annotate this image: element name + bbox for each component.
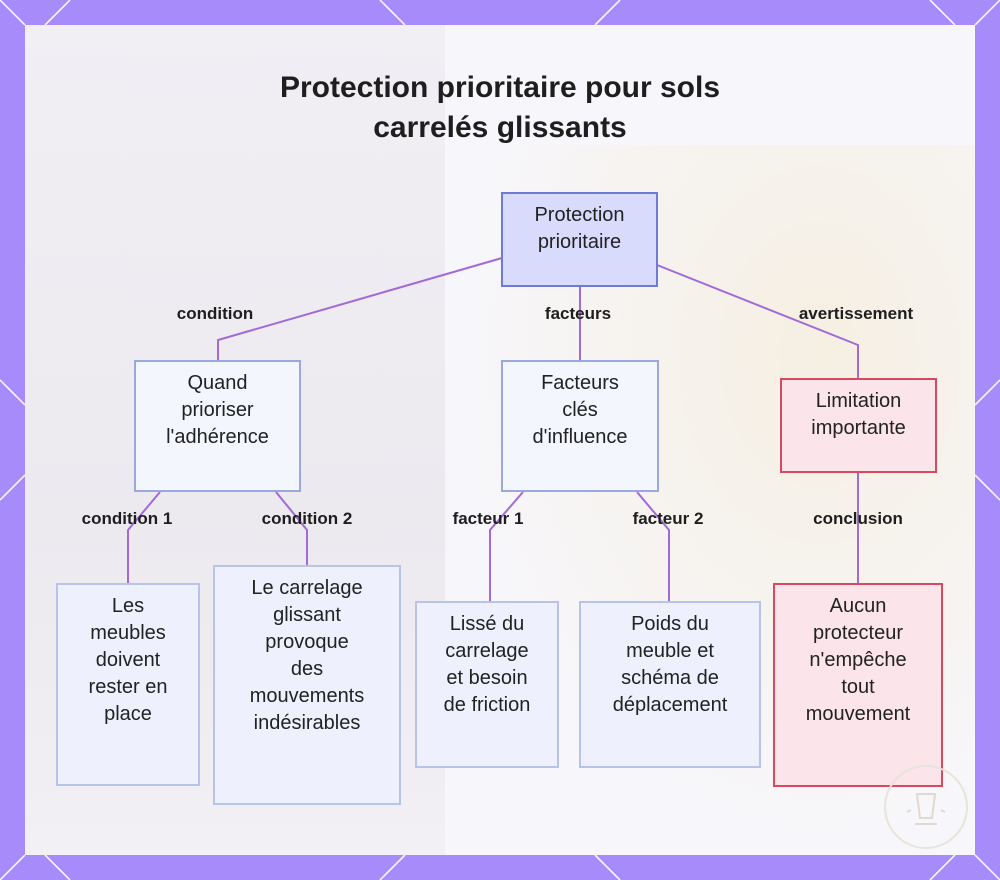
node-carrelage-glissant: Le carrelage glissant provoque des mouve… xyxy=(213,565,401,805)
diagram-title: Protection prioritaire pour sols carrelé… xyxy=(200,68,800,148)
edge-when-slippery xyxy=(275,491,308,566)
edge-label-conclusion: conclusion xyxy=(813,509,903,528)
node-aucun-protecteur: Aucun protecteur n'empêche tout mouvemen… xyxy=(773,583,943,787)
edge-label-facteurs: facteurs xyxy=(544,304,612,323)
cup-seal-icon xyxy=(884,765,968,849)
edge-label-facteur-2: facteur 2 xyxy=(632,509,704,528)
edge-root-when xyxy=(217,257,503,362)
edge-label-avertissement: avertissement xyxy=(798,304,914,323)
edge-when-furniture xyxy=(127,491,161,584)
node-facteurs-cles: Facteurs clés d'influence xyxy=(501,360,659,492)
node-poids: Poids du meuble et schéma de déplacement xyxy=(579,601,761,768)
node-quand-prioriser: Quand prioriser l'adhérence xyxy=(134,360,301,492)
node-limitation: Limitation importante xyxy=(780,378,937,473)
title-line-1: Protection prioritaire pour sols xyxy=(279,71,721,104)
title-line-2: carrelés glissants xyxy=(373,111,627,144)
edge-label-condition-1: condition 1 xyxy=(81,509,173,528)
node-protection-prioritaire: Protection prioritaire xyxy=(501,192,658,287)
edge-factors-weight xyxy=(636,491,670,602)
cup-icon xyxy=(906,793,946,825)
edge-label-condition-2: condition 2 xyxy=(261,509,353,528)
edge-factors-smooth xyxy=(489,491,524,602)
node-meubles: Les meubles doivent rester en place xyxy=(56,583,200,786)
edge-root-limit xyxy=(656,264,859,378)
edge-label-condition: condition xyxy=(176,304,254,323)
node-lisse: Lissé du carrelage et besoin de friction xyxy=(415,601,559,768)
edge-label-facteur-1: facteur 1 xyxy=(452,509,524,528)
